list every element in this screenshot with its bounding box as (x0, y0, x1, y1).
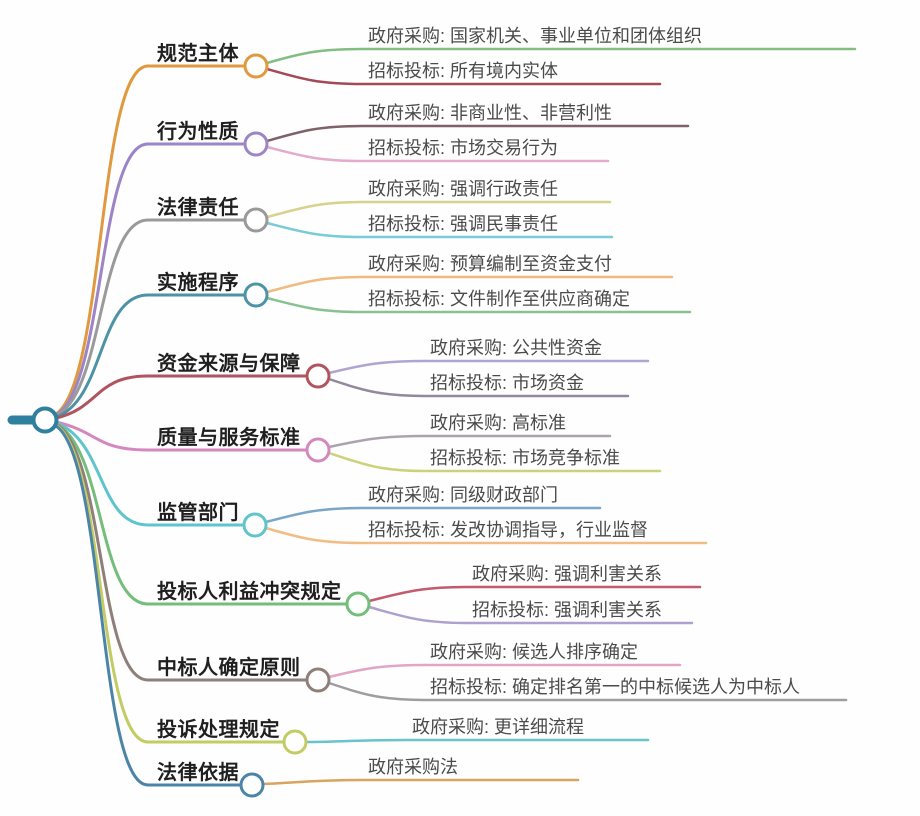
leaf-line-implementation-procedure-gov (265, 275, 674, 294)
leaf-bidder-conflict-of-interest-bid[interactable]: 招标投标: 强调利害关系 (472, 600, 663, 620)
node-behavior-nature[interactable] (243, 131, 269, 157)
branch-line-legal-basis (54, 424, 243, 787)
leaf-regulatory-department-gov[interactable]: 政府采购: 同级财政部门 (368, 485, 559, 505)
branch-line-regulatory-department (54, 421, 246, 527)
branch-line-funding-source-guarantee (54, 374, 309, 420)
branch-label-winner-determination-principle[interactable]: 中标人确定原则 (157, 657, 301, 679)
node-regulatory-department[interactable] (242, 512, 268, 538)
branch-label-funding-source-guarantee[interactable]: 资金来源与保障 (157, 353, 301, 375)
leaf-line-bidder-conflict-of-interest-gov (367, 585, 702, 603)
leaf-line-winner-determination-principle-gov (327, 663, 682, 679)
leaf-line-funding-source-guarantee-gov (327, 359, 650, 375)
leaf-line-bidder-conflict-of-interest-bid (367, 605, 694, 625)
leaf-line-regulated-subjects-gov (265, 47, 857, 65)
leaf-line-legal-basis-gov (261, 778, 580, 786)
branch-line-behavior-nature (54, 142, 247, 417)
leaf-behavior-nature-gov[interactable]: 政府采购: 非商业性、非营利性 (368, 103, 613, 123)
leaf-regulated-subjects-gov[interactable]: 政府采购: 国家机关、事业单位和团体组织 (368, 26, 703, 46)
branch-line-quality-service-standards (54, 420, 309, 452)
node-complaint-handling[interactable] (282, 729, 308, 755)
leaf-line-winner-determination-principle-bid (327, 681, 848, 702)
leaf-quality-service-standards-bid[interactable]: 招标投标: 市场竞争标准 (430, 448, 621, 468)
root-node[interactable] (31, 406, 59, 434)
leaf-winner-determination-principle-gov[interactable]: 政府采购: 候选人排序确定 (430, 642, 639, 662)
leaf-regulatory-department-bid[interactable]: 招标投标: 发改协调指导，行业监督 (368, 520, 649, 540)
leaf-line-behavior-nature-bid (265, 145, 610, 163)
branch-label-legal-basis[interactable]: 法律依据 (157, 762, 239, 784)
branch-line-winner-determination-principle (54, 422, 309, 682)
leaf-line-funding-source-guarantee-bid (327, 377, 630, 398)
leaf-funding-source-guarantee-gov[interactable]: 政府采购: 公共性资金 (430, 338, 603, 358)
branch-label-bidder-conflict-of-interest[interactable]: 投标人利益冲突规定 (157, 581, 342, 603)
leaf-line-complaint-handling-gov (304, 738, 650, 744)
node-funding-source-guarantee[interactable] (305, 363, 331, 389)
node-legal-basis[interactable] (239, 772, 265, 798)
branch-label-legal-liability[interactable]: 法律责任 (157, 197, 239, 219)
node-winner-determination-principle[interactable] (305, 667, 331, 693)
leaf-line-regulatory-department-gov (264, 506, 602, 524)
leaf-line-implementation-procedure-bid (265, 296, 692, 314)
leaf-complaint-handling-gov[interactable]: 政府采购: 更详细流程 (412, 717, 585, 737)
leaf-line-regulated-subjects-bid (265, 67, 662, 86)
node-quality-service-standards[interactable] (305, 437, 331, 463)
leaf-line-behavior-nature-gov (265, 124, 690, 143)
branch-label-behavior-nature[interactable]: 行为性质 (157, 121, 239, 143)
branch-line-legal-liability (54, 218, 247, 418)
node-implementation-procedure[interactable] (243, 282, 269, 308)
branch-line-regulated-subjects (54, 64, 247, 416)
leaf-quality-service-standards-gov[interactable]: 政府采购: 高标准 (430, 413, 567, 433)
leaf-legal-liability-gov[interactable]: 政府采购: 强调行政责任 (368, 179, 559, 199)
leaf-line-regulatory-department-bid (264, 526, 708, 545)
branch-line-implementation-procedure (54, 293, 247, 419)
leaf-legal-liability-bid[interactable]: 招标投标: 强调民事责任 (368, 214, 559, 234)
branch-line-bidder-conflict-of-interest (54, 422, 349, 606)
leaf-behavior-nature-bid[interactable]: 招标投标: 市场交易行为 (368, 138, 559, 158)
leaf-winner-determination-principle-bid[interactable]: 招标投标: 确定排名第一的中标候选人为中标人 (430, 677, 800, 697)
leaf-funding-source-guarantee-bid[interactable]: 招标投标: 市场资金 (430, 373, 585, 393)
leaf-legal-basis-gov[interactable]: 政府采购法 (368, 757, 458, 777)
node-regulated-subjects[interactable] (243, 53, 269, 79)
node-legal-liability[interactable] (243, 207, 269, 233)
branch-label-complaint-handling[interactable]: 投诉处理规定 (157, 719, 280, 741)
branch-label-quality-service-standards[interactable]: 质量与服务标准 (157, 427, 301, 449)
leaf-line-legal-liability-gov (265, 200, 612, 219)
leaf-bidder-conflict-of-interest-gov[interactable]: 政府采购: 强调利害关系 (472, 564, 663, 584)
leaf-regulated-subjects-bid[interactable]: 招标投标: 所有境内实体 (368, 61, 559, 81)
leaf-implementation-procedure-gov[interactable]: 政府采购: 预算编制至资金支付 (368, 254, 613, 274)
branch-label-regulated-subjects[interactable]: 规范主体 (157, 43, 239, 65)
leaf-line-quality-service-standards-gov (327, 434, 612, 449)
branch-label-implementation-procedure[interactable]: 实施程序 (157, 272, 239, 294)
leaf-line-quality-service-standards-bid (327, 451, 662, 473)
branch-label-regulatory-department[interactable]: 监管部门 (157, 502, 239, 524)
leaf-line-legal-liability-bid (265, 221, 614, 239)
node-bidder-conflict-of-interest[interactable] (345, 591, 371, 617)
leaf-implementation-procedure-bid[interactable]: 招标投标: 文件制作至供应商确定 (368, 289, 631, 309)
